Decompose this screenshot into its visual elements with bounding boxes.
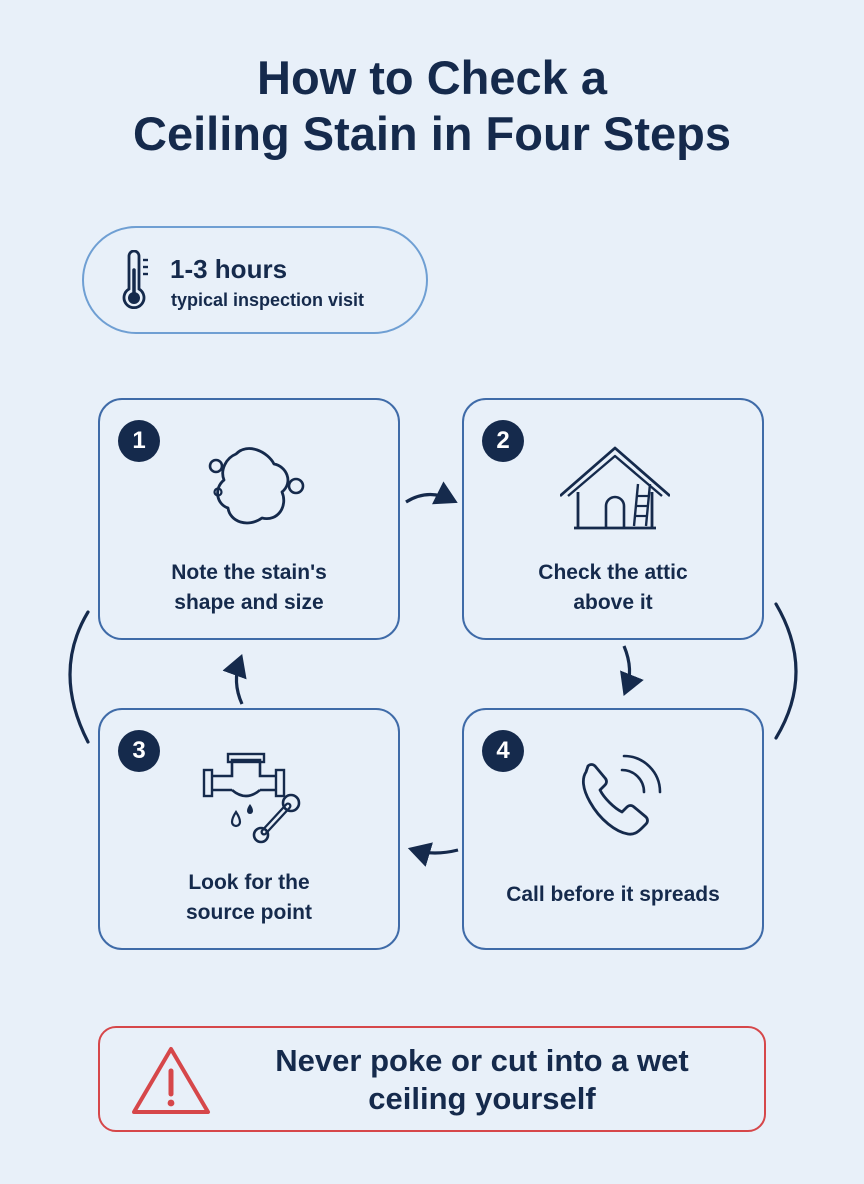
step-label-line-1: Look for the (188, 871, 310, 894)
step-card-2: 2 Check the attic above it (462, 398, 764, 640)
step-label-line-1: Note the stain's (171, 561, 327, 584)
arrow-step3-to-step1 (222, 653, 247, 705)
step-label-line-1: Check the attic (538, 561, 688, 584)
step-label: Note the stain's shape and size (110, 558, 388, 618)
duration-badge: 1-3 hours typical inspection visit (82, 226, 428, 334)
thermometer-icon (122, 250, 148, 310)
step-card-1: 1 Note the stain's shape and size (98, 398, 400, 640)
arrow-step1-to-step2 (405, 481, 458, 505)
step-label: Look for the source point (110, 868, 388, 928)
loop-arc-left (68, 610, 90, 744)
duration-value: 1-3 hours (170, 254, 288, 284)
attic-house-ladder-icon (560, 446, 670, 530)
leaking-pipe-wrench-icon (202, 752, 301, 844)
page-title: How to Check a Ceiling Stain in Four Ste… (0, 50, 864, 162)
step-label-line-2: above it (573, 591, 653, 614)
duration-caption: typical inspection visit (171, 290, 365, 310)
step-number-badge: 2 (482, 420, 524, 462)
loop-arc-right (774, 602, 798, 740)
step-label: Check the attic above it (474, 558, 752, 618)
step-card-4: 4 Call before it spreads (462, 708, 764, 950)
step-label: Call before it spreads (474, 880, 752, 910)
arrow-step2-to-step4 (620, 645, 644, 696)
title-line-2: Ceiling Stain in Four Steps (133, 107, 731, 160)
step-number-badge: 1 (118, 420, 160, 462)
warning-line-2: ceiling yourself (368, 1081, 596, 1116)
warning-line-1: Never poke or cut into a wet (275, 1043, 689, 1078)
warning-message: Never poke or cut into a wet ceiling you… (220, 1042, 744, 1118)
title-line-1: How to Check a (257, 51, 607, 104)
step-label-line-1: Call before it spreads (506, 883, 720, 906)
step-number-badge: 4 (482, 730, 524, 772)
step-label-line-2: shape and size (174, 591, 324, 614)
stain-splotch-icon (208, 447, 305, 525)
phone-call-icon (581, 754, 662, 836)
step-number-badge: 3 (118, 730, 160, 772)
arrow-step4-to-step3 (407, 842, 459, 867)
warning-callout: Never poke or cut into a wet ceiling you… (98, 1026, 766, 1132)
warning-triangle-icon (132, 1047, 210, 1114)
step-label-line-2: source point (185, 901, 312, 924)
step-card-3: 3 Look for the source point (98, 708, 400, 950)
